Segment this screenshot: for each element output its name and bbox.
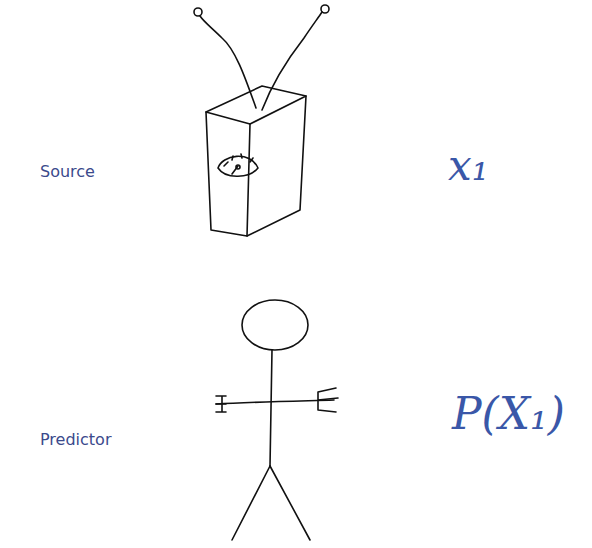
distribution-symbol: P(X₁) — [452, 390, 565, 438]
predictor-label: Predictor — [40, 431, 111, 449]
stick-figure — [216, 300, 338, 540]
signal-symbol: x₁ — [448, 143, 489, 189]
source-label: Source — [40, 163, 95, 181]
tv-drawing — [194, 5, 329, 236]
